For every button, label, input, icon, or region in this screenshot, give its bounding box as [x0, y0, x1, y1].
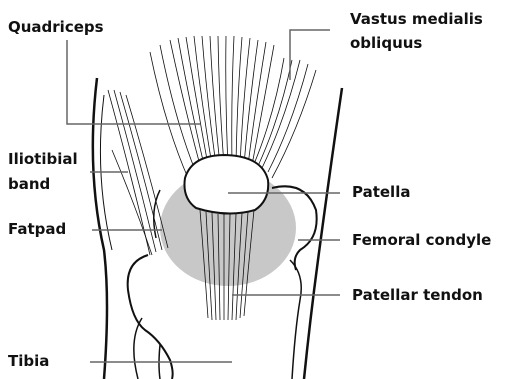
label-vmo-line2: obliquus — [350, 34, 422, 52]
label-vmo-line1: Vastus medialis — [350, 10, 483, 28]
vmo-fibres — [254, 58, 316, 178]
left-leg-contour — [93, 78, 107, 379]
patella-outline — [184, 155, 268, 214]
vmo-leader — [290, 30, 330, 80]
label-quadriceps: Quadriceps — [8, 18, 104, 36]
label-itb-line2: band — [8, 175, 50, 193]
label-itb-line1: Iliotibial — [8, 150, 78, 168]
fibula-outline — [290, 260, 301, 379]
label-fatpad: Fatpad — [8, 220, 66, 238]
label-tibia: Tibia — [8, 352, 49, 370]
label-patellar-tendon: Patellar tendon — [352, 286, 483, 304]
label-patella: Patella — [352, 183, 410, 201]
quadriceps-leader — [67, 40, 200, 124]
right-leg-contour — [304, 88, 342, 379]
label-femoral-condyle: Femoral condyle — [352, 231, 491, 249]
